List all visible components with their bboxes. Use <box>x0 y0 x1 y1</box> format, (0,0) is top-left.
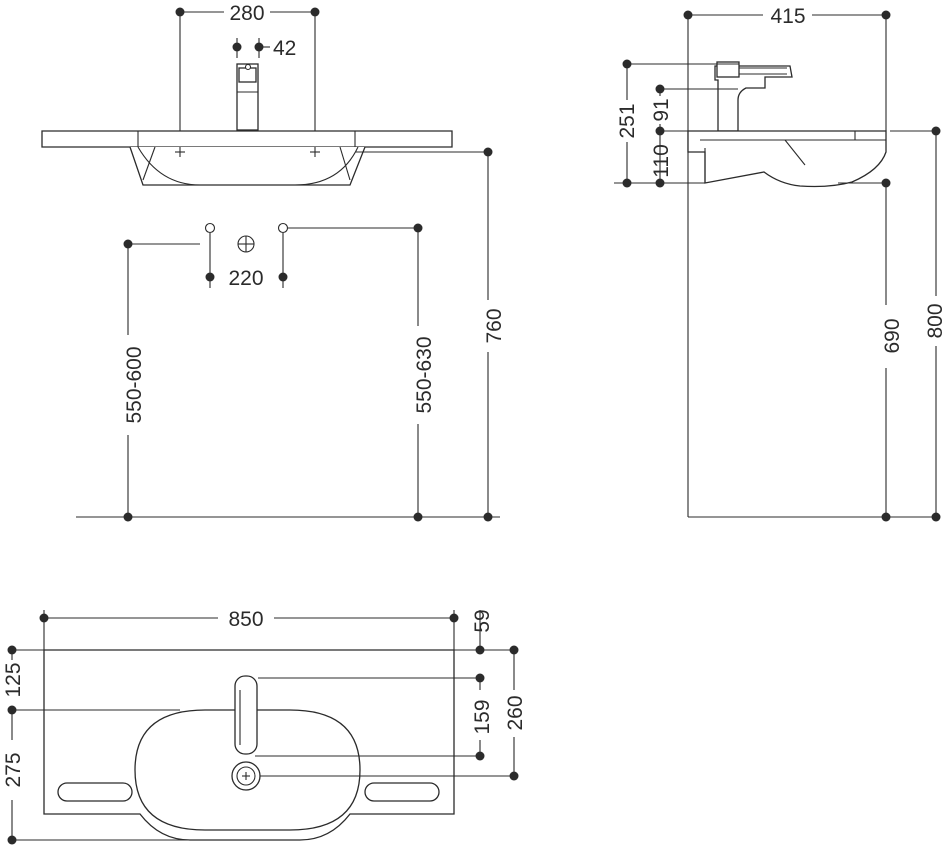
front-view: 280 42 <box>41 2 506 522</box>
basin-slab-front <box>41 130 453 148</box>
tap-lever <box>238 67 257 83</box>
basin-side <box>687 130 887 188</box>
tap-plan <box>234 675 258 755</box>
dim-side-bowl-height: 110 <box>650 144 673 177</box>
dim-front-tap-centers: 280 <box>229 2 264 25</box>
grip-slot-left <box>57 782 133 802</box>
dim-side-underside-height: 690 <box>881 318 904 353</box>
basin-bowl-front <box>129 146 366 186</box>
dim-plan-front-depth: 275 <box>2 752 25 787</box>
dim-trap-height-left: 550-600 <box>123 346 146 423</box>
dim-plan-drain-depth: 260 <box>504 695 527 730</box>
dim-supply-spacing: 220 <box>228 267 263 290</box>
side-view: 415 251 91 110 690 <box>614 5 945 522</box>
dim-trap-height-right: 550-630 <box>413 336 436 413</box>
dim-side-depth: 415 <box>770 5 805 28</box>
dim-side-rim-height: 800 <box>924 303 945 338</box>
dim-side-spout-height: 91 <box>650 98 673 121</box>
grip-slot-right <box>364 782 440 802</box>
dim-rim-height-front: 760 <box>483 308 506 343</box>
dim-side-tap-height: 251 <box>616 103 639 138</box>
dim-plan-width: 850 <box>228 608 263 631</box>
supply-right <box>277 222 289 234</box>
supply-left <box>204 222 216 234</box>
plan-view: 850 59 159 260 125 <box>2 608 527 845</box>
dim-front-tap-diameter: 42 <box>273 37 296 60</box>
dim-plan-tap-offset-back: 59 <box>471 609 494 632</box>
dim-plan-bowl-depth: 159 <box>471 699 494 734</box>
dim-plan-rear-depth: 125 <box>2 662 25 697</box>
